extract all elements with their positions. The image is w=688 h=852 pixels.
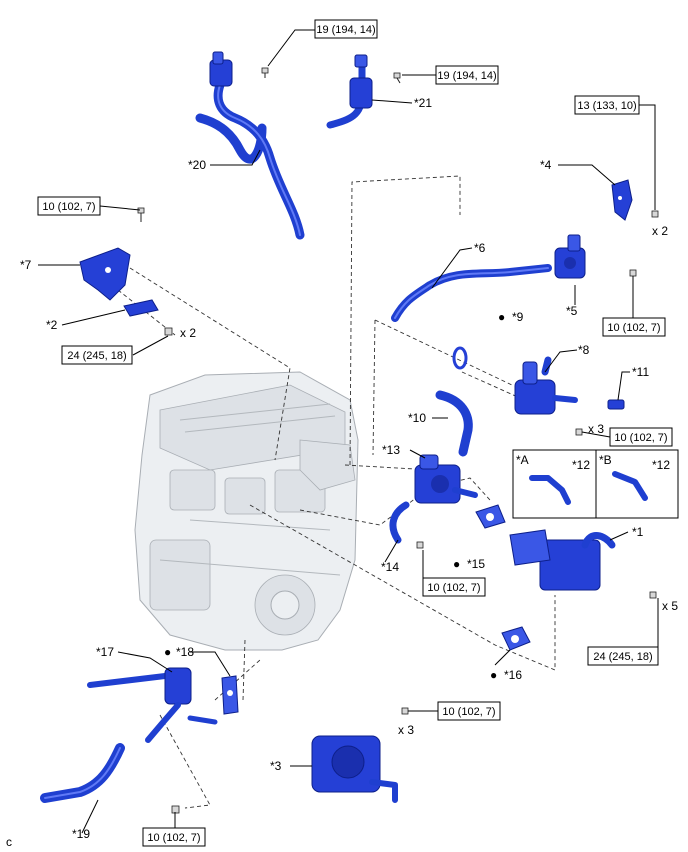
bolt-icon [171,805,180,814]
part-label-20: *20 [188,158,206,172]
torque-spec-10-a: 10 (102, 7) [37,196,101,216]
bolt-icon [651,210,659,218]
part-label-13: *13 [382,443,400,457]
torque-spec-24-b: 24 (245, 18) [587,646,659,666]
quantity-label: x 2 [652,224,668,238]
svg-text:10 (102, 7): 10 (102, 7) [614,432,667,444]
part-15-gasket [475,504,506,529]
part-7-bracket [79,247,131,301]
svg-text:10 (102, 7): 10 (102, 7) [42,201,95,213]
engine-block-illustration [134,371,359,651]
part-label-8: *8 [578,343,590,357]
part-2-stay [123,299,159,317]
part-label-12-b: *12 [652,458,670,472]
svg-text:10 (102, 7): 10 (102, 7) [427,582,480,594]
bolt-icon [261,67,269,78]
part-8-egr-cooler-bypass [514,356,578,415]
part-18-gasket [221,675,239,715]
bolt-icon [416,541,424,549]
torque-spec-10-c: 10 (102, 7) [609,427,673,447]
part-3-throttle-body [311,735,398,803]
torque-spec-13: 13 (133, 10) [574,95,640,115]
part-17-water-outlet [87,667,218,743]
inset-label-b: *B [599,453,612,467]
part-label-11: *11 [632,365,649,379]
inset-panels [512,449,679,519]
part-14-hose [389,501,410,544]
part-label-3: *3 [270,759,282,773]
quantity-label: x 5 [662,599,678,613]
part-20-water-hose [195,51,305,240]
part-4-bracket [611,179,633,221]
bolt-icons [137,67,659,814]
part-5-egr-valve [554,234,586,279]
part-16-gasket [501,626,531,651]
part-9-gasket [452,346,468,370]
part-label-2: *2 [46,318,58,332]
part-label-10: *10 [408,411,426,425]
torque-spec-10-d: 10 (102, 7) [422,577,486,597]
bolt-icon [649,591,657,599]
part-label-7: *7 [20,258,32,272]
bolt-icon [629,269,637,277]
part-label-5: *5 [566,304,578,318]
bullet-mark: ● [498,310,505,324]
quantity-label: x 3 [588,422,604,436]
part-label-1: *1 [632,525,644,539]
quantity-label: x 2 [180,326,196,340]
bullet-mark: ● [453,557,460,571]
svg-text:24 (245, 18): 24 (245, 18) [67,350,126,362]
part-label-16: *16 [504,668,522,682]
figure-code: c [6,835,12,849]
svg-text:10 (102, 7): 10 (102, 7) [607,322,660,334]
bolt-icon [401,707,409,715]
part-1-egr-cooler [509,529,616,591]
bullet-mark: ● [490,668,497,682]
part-label-21: *21 [414,96,432,110]
svg-text:19 (194, 14): 19 (194, 14) [437,70,496,82]
quantity-label: x 3 [398,723,414,737]
torque-spec-19-a: 19 (194, 14) [314,19,378,39]
bullet-mark: ● [164,645,171,659]
svg-text:19 (194, 14): 19 (194, 14) [316,24,375,36]
part-label-4: *4 [540,158,552,172]
part-label-18: *18 [176,645,194,659]
part-label-9: *9 [512,310,524,324]
part-label-14: *14 [381,560,399,574]
torque-spec-19-b: 19 (194, 14) [435,65,499,85]
part-19-hose [40,743,125,803]
torque-spec-10-e: 10 (102, 7) [437,701,501,721]
part-10-hose [435,390,473,457]
bolt-icon [164,327,173,336]
part-label-15: *15 [467,557,485,571]
torque-spec-10-b: 10 (102, 7) [602,317,666,337]
leader-lines [38,29,659,834]
part-label-6: *6 [474,241,486,255]
torque-spec-10-f: 10 (102, 7) [142,827,206,847]
part-label-12-a: *12 [572,458,590,472]
bolt-icon [575,428,583,436]
bolt-icon [393,72,401,84]
part-21-water-pipe [326,54,373,129]
bolt-icon [137,207,145,222]
part-label-19: *19 [72,827,90,841]
svg-text:24 (245, 18): 24 (245, 18) [593,651,652,663]
inset-label-a: *A [516,453,529,467]
svg-text:13 (133, 10): 13 (133, 10) [577,100,636,112]
torque-spec-24-a: 24 (245, 18) [61,345,133,365]
part-6-bypass-hose [391,264,552,322]
svg-text:10 (102, 7): 10 (102, 7) [442,706,495,718]
part-label-17: *17 [96,645,114,659]
part-13-egr-valve-assy [414,454,478,504]
part-11-sensor [607,399,625,410]
svg-text:10 (102, 7): 10 (102, 7) [147,832,200,844]
